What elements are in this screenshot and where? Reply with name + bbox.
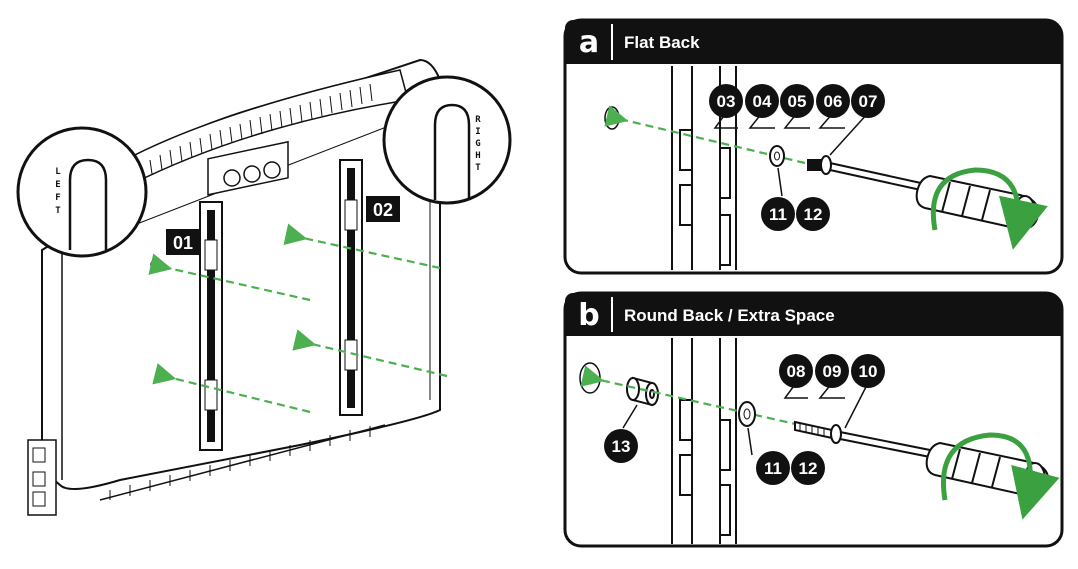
panel-a-title: Flat Back bbox=[624, 33, 700, 52]
left-letter-3: F bbox=[55, 193, 60, 203]
left-letter-2: E bbox=[55, 180, 60, 190]
panel-b-title: Round Back / Extra Space bbox=[624, 306, 835, 325]
callout-07: 07 bbox=[859, 92, 878, 111]
panel-a-hardware-callouts: 03 04 05 06 07 11 12 bbox=[709, 84, 885, 231]
callout-13: 13 bbox=[612, 437, 631, 456]
bracket-01 bbox=[199, 201, 223, 451]
callout-10: 10 bbox=[859, 362, 878, 381]
panel-b-hardware-callouts: 08 09 10 11 12 13 bbox=[604, 354, 885, 485]
callout-06: 06 bbox=[824, 92, 843, 111]
callout-04: 04 bbox=[753, 92, 772, 111]
callout-12-a: 12 bbox=[804, 205, 823, 224]
callout-11-b: 11 bbox=[764, 459, 782, 478]
left-zoom-callout: L E F T bbox=[16, 126, 148, 258]
bracket-02 bbox=[339, 159, 363, 416]
panel-b-letter: b bbox=[578, 298, 599, 333]
right-letter-4: H bbox=[475, 151, 480, 161]
right-letter-2: I bbox=[475, 127, 480, 137]
panel-a-letter: a bbox=[579, 25, 599, 60]
callout-09: 09 bbox=[823, 362, 842, 381]
callout-11-a: 11 bbox=[769, 205, 787, 224]
callout-12-b: 12 bbox=[799, 459, 818, 478]
panel-b-round-back: b Round Back / Extra Space bbox=[563, 291, 1064, 548]
part-label-01: 01 bbox=[173, 233, 193, 253]
part-label-02: 02 bbox=[373, 200, 393, 220]
callout-03: 03 bbox=[717, 92, 736, 111]
right-letter-1: R bbox=[475, 115, 481, 125]
panel-a-flat-back: a Flat Back bbox=[563, 18, 1064, 275]
tv-back-illustration: 01 02 L E F T R I G H T bbox=[16, 58, 512, 516]
right-zoom-callout: R I G H T bbox=[382, 75, 512, 205]
callout-05: 05 bbox=[788, 92, 807, 111]
callout-08: 08 bbox=[787, 362, 806, 381]
right-letter-5: T bbox=[475, 163, 481, 173]
left-letter-4: T bbox=[55, 206, 61, 216]
right-letter-3: G bbox=[475, 139, 480, 149]
left-letter-1: L bbox=[55, 167, 61, 177]
